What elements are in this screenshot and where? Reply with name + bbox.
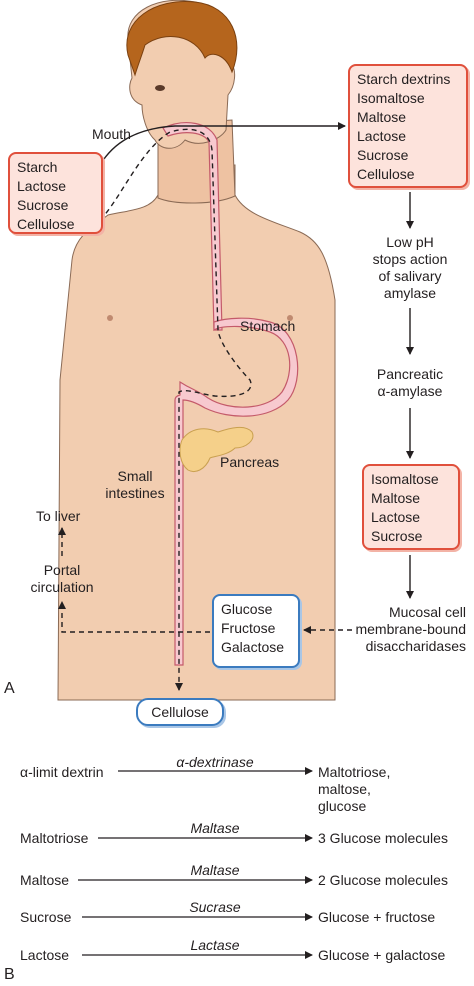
absorbed-item: Glucose [221, 601, 273, 617]
low-ph-line: stops action [372, 251, 448, 267]
mucosal-line: membrane-bound [355, 621, 466, 637]
mouth-products-item: Lactose [357, 128, 407, 144]
panel-b-label: B [4, 966, 15, 983]
reaction-products: 3 Glucose molecules [318, 830, 448, 846]
intestinal-box: Isomaltose Maltose Lactose Sucrose [362, 464, 460, 550]
reaction-products: Maltotriose, maltose, glucose [318, 764, 390, 815]
absorbed-monosaccharides-box: Glucose Fructose Galactose [212, 594, 300, 668]
low-ph-label: Low pH stops action of salivary amylase [360, 234, 460, 302]
intestinal-item: Isomaltose [371, 471, 439, 487]
reaction-product-line: maltose, [318, 781, 371, 797]
mouth-arrow [99, 122, 346, 166]
mouth-input-item: Starch [17, 159, 58, 175]
reaction-row-alpha-limit-dextrin: α-limit dextrin α-dextrinase Maltotriose… [0, 752, 474, 814]
excreted-cellulose-box: Cellulose [136, 698, 224, 726]
reaction-substrate: Lactose [20, 947, 70, 963]
mucosal-line: disaccharidases [365, 638, 466, 654]
small-intestines-line-2: intestines [105, 485, 165, 501]
reaction-products: Glucose + galactose [318, 947, 446, 963]
small-intestines-label: Small intestines [100, 468, 170, 502]
pancreas-illustration [179, 426, 254, 472]
reaction-product-line: Maltotriose, [318, 764, 391, 780]
reaction-row-maltose: Maltose Maltase 2 Glucose molecules [0, 862, 474, 898]
reaction-enzyme: Maltase [190, 862, 240, 878]
stomach-label: Stomach [240, 318, 296, 334]
reaction-row-maltotriose: Maltotriose Maltase 3 Glucose molecules [0, 820, 474, 856]
chest-detail [287, 315, 293, 321]
reaction-enzyme: Maltase [190, 820, 240, 836]
pancreatic-amylase-line: Pancreatic [376, 366, 444, 382]
mouth-products-item: Sucrose [357, 147, 409, 163]
reaction-substrate: Maltose [20, 872, 70, 888]
intestinal-item: Lactose [371, 509, 421, 525]
absorbed-item: Galactose [221, 639, 285, 655]
to-liver-label: To liver [36, 508, 81, 524]
stomach-illustration [174, 317, 299, 666]
small-intestines-line-1: Small [117, 468, 153, 484]
reaction-substrate: Sucrose [20, 909, 72, 925]
mouth-products-item: Cellulose [357, 166, 415, 182]
pancreatic-amylase-line: α-amylase [377, 383, 443, 399]
reaction-row-sucrose: Sucrose Sucrase Glucose + fructose [0, 899, 474, 935]
eye-illustration [155, 85, 165, 91]
food-path-dashed [99, 128, 252, 691]
mouth-products-item: Maltose [357, 109, 407, 125]
mouth-input-box: Starch Lactose Sucrose Cellulose [8, 152, 103, 234]
intestinal-item: Sucrose [371, 528, 423, 544]
low-ph-line: of salivary [378, 268, 442, 284]
portal-circulation-label: Portal circulation [22, 562, 102, 596]
excreted-cellulose-text: Cellulose [151, 704, 209, 720]
chest-detail [107, 315, 113, 321]
reaction-product-line: glucose [318, 798, 367, 814]
reaction-enzyme: Sucrase [189, 899, 241, 915]
reaction-enzyme: α-dextrinase [176, 754, 254, 770]
reaction-row-lactose: Lactose Lactase Glucose + galactose [0, 937, 474, 973]
mouth-products-box: Starch dextrins Isomaltose Maltose Lacto… [348, 64, 468, 188]
reaction-substrate: Maltotriose [20, 830, 89, 846]
low-ph-line: Low pH [386, 234, 434, 250]
reaction-enzyme: Lactase [190, 937, 240, 953]
panel-a-label: A [4, 680, 15, 697]
absorbed-item: Fructose [221, 620, 276, 636]
mucosal-line: Mucosal cell [388, 604, 466, 620]
mouth-products-item: Isomaltose [357, 90, 425, 106]
hair-illustration [126, 1, 238, 77]
reaction-substrate: α-limit dextrin [20, 764, 104, 780]
mouth-input-item: Sucrose [17, 197, 69, 213]
mouth-label: Mouth [92, 126, 131, 142]
mouth-products-item: Starch dextrins [357, 71, 451, 87]
portal-circulation-line-2: circulation [30, 579, 94, 595]
reaction-products: Glucose + fructose [318, 909, 436, 925]
mucosal-label: Mucosal cell membrane-bound disaccharida… [340, 604, 466, 655]
portal-circulation-line-1: Portal [43, 562, 81, 578]
pancreas-label: Pancreas [220, 454, 280, 470]
reaction-products: 2 Glucose molecules [318, 872, 448, 888]
pancreatic-amylase-label: Pancreatic α-amylase [360, 366, 460, 400]
mouth-input-item: Lactose [17, 178, 67, 194]
arrow-absorbed-to-portal [58, 601, 210, 633]
mouth-input-item: Cellulose [17, 216, 75, 232]
intestinal-item: Maltose [371, 490, 421, 506]
low-ph-line: amylase [383, 285, 437, 301]
